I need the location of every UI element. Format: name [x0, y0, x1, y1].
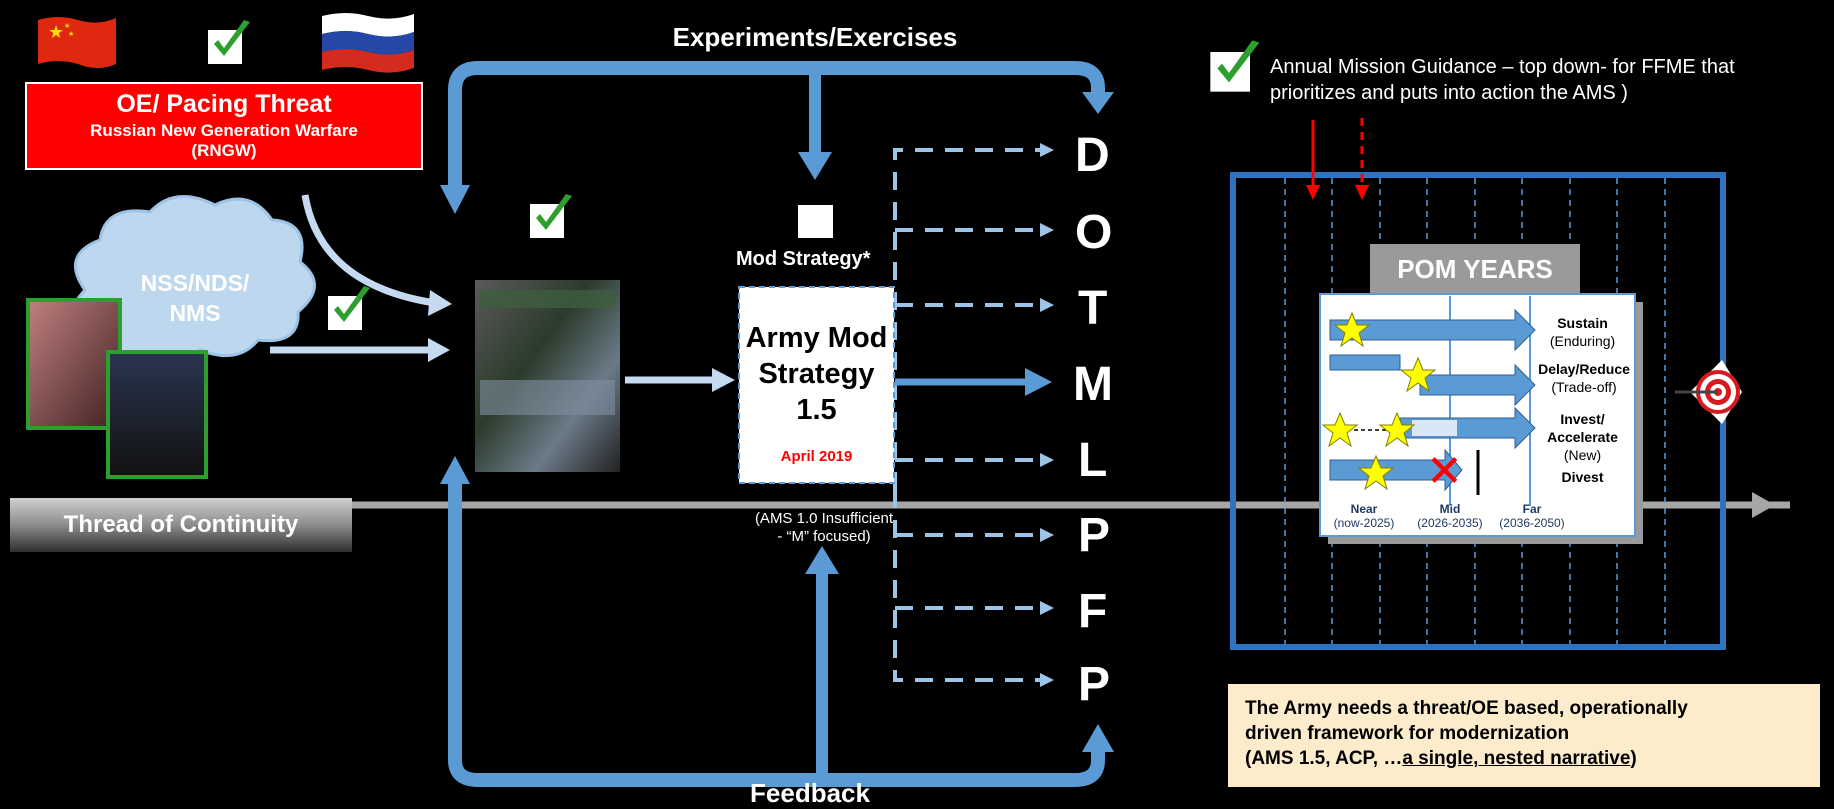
pom-row-sustain-bold: Sustain — [1557, 315, 1608, 331]
check-icon — [1208, 38, 1264, 94]
guidance-line2: prioritizes and puts into action the AMS… — [1270, 82, 1628, 104]
pom-axis-near-range: (now-2025) — [1333, 516, 1395, 530]
dotmlpfp-d: D — [1075, 129, 1110, 182]
pom-row-invest-bold: Invest/ — [1560, 411, 1605, 427]
pom-axis-near: Near (now-2025) — [1320, 502, 1408, 530]
pom-row-invest-bold2: Accelerate — [1547, 429, 1618, 445]
doc-nss-icon — [26, 298, 122, 430]
callout-line3-post: ) — [1630, 748, 1637, 769]
check-icon — [206, 18, 254, 66]
dotmlpfp-dashed-arrows — [893, 148, 1040, 682]
strategy-title: Army Mod Strategy 1.5 — [739, 320, 894, 428]
divest-x-icon: ✕ — [1426, 447, 1463, 496]
dotmlpfp-m: M — [1073, 358, 1113, 411]
pom-row-delay-normal: (Trade-off) — [1551, 379, 1617, 395]
feedback-loop — [448, 480, 1105, 787]
pom-row-divest: Divest — [1530, 468, 1635, 486]
threat-line2: (RNGW) — [191, 141, 257, 160]
feedback-label: Feedback — [750, 778, 870, 808]
mod-strategy-label: Mod Strategy* — [736, 248, 871, 270]
pom-axis-mid-range: (2026-2035) — [1417, 516, 1483, 530]
pom-row-sustain-normal: (Enduring) — [1549, 333, 1616, 349]
svg-text:★: ★ — [64, 22, 70, 30]
pom-row-delay: Delay/Reduce (Trade-off) — [1528, 360, 1640, 396]
chart-stars — [1321, 311, 1437, 491]
book-cover-icon — [475, 280, 620, 472]
dotmlpfp-p1: P — [1078, 509, 1111, 562]
pom-row-sustain: Sustain (Enduring) — [1530, 314, 1635, 350]
strategy-date: April 2019 — [780, 448, 853, 465]
flag-china-icon: ★ ★ ★ — [38, 14, 116, 68]
mod-strategy-square — [798, 205, 833, 238]
strategy-title-l3: 1.5 — [796, 394, 837, 426]
doc-nds-icon — [106, 350, 208, 479]
pom-axis-mid: Mid (2026-2035) — [1405, 502, 1495, 530]
callout-line3: (AMS 1.5, ACP, …a single, nested narrati… — [1245, 746, 1820, 771]
callout-line3-underlined: a single, nested narrative — [1402, 748, 1631, 769]
target-icon — [1675, 360, 1742, 424]
guidance-line1: Annual Mission Guidance – top down- for … — [1270, 56, 1735, 78]
svg-text:★: ★ — [48, 22, 64, 43]
pom-row-delay-bold: Delay/Reduce — [1538, 361, 1630, 377]
strategy-note-l1: (AMS 1.0 Insufficient — [754, 510, 894, 527]
dotmlpfp-f: F — [1078, 585, 1108, 638]
guidance-text: Annual Mission Guidance – top down- for … — [1270, 54, 1830, 106]
dotmlpfp-p2: P — [1078, 658, 1111, 711]
strategy-note-l2: - “M” focused) — [777, 528, 871, 545]
strategy-title-l2: Strategy — [758, 358, 875, 390]
strategy-title-l1: Army Mod — [745, 322, 888, 354]
pom-row-invest: Invest/ Accelerate (New) — [1530, 410, 1635, 464]
flag-russia-icon — [322, 10, 414, 74]
experiments-label: Experiments/Exercises — [672, 22, 958, 52]
callout-line3-pre: (AMS 1.5, ACP, … — [1245, 748, 1403, 769]
threat-title: OE/ Pacing Threat — [116, 90, 332, 118]
cloud-label: NSS/NDS/ NMS — [95, 268, 295, 328]
pom-title-box — [1370, 244, 1580, 294]
pom-axis-far-range: (2036-2050) — [1499, 516, 1565, 530]
thread-arrowhead — [1752, 492, 1775, 518]
callout-box: The Army needs a threat/OE based, operat… — [1228, 684, 1820, 787]
pom-axis-near-label: Near — [1350, 502, 1378, 516]
threat-line1: Russian New Generation Warfare — [90, 121, 358, 140]
check-icon — [528, 192, 576, 240]
experiments-loop — [448, 61, 1105, 190]
pom-axis-far-label: Far — [1522, 502, 1542, 516]
pom-row-invest-normal: (New) — [1563, 447, 1602, 463]
thread-label: Thread of Continuity — [10, 498, 352, 552]
cloud-line2: NMS — [169, 300, 221, 326]
pom-title: POM YEARS — [1397, 254, 1553, 284]
strategy-box — [738, 286, 895, 484]
pom-axis-far: Far (2036-2050) — [1487, 502, 1577, 530]
strategy-note: (AMS 1.0 Insufficient - “M” focused) — [730, 510, 918, 546]
pom-axis-mid-label: Mid — [1439, 502, 1461, 516]
cloud-line1: NSS/NDS/ — [140, 270, 250, 296]
threat-box: OE/ Pacing Threat Russian New Generation… — [25, 82, 423, 170]
callout-line1: The Army needs a threat/OE based, operat… — [1245, 698, 1688, 719]
callout-line2: driven framework for modernization — [1245, 723, 1570, 744]
dotmlpfp-o: O — [1075, 206, 1113, 259]
dotmlpfp-t: T — [1078, 282, 1108, 335]
dotmlpfp-l: L — [1078, 434, 1108, 487]
svg-text:★: ★ — [68, 30, 74, 38]
check-icon — [326, 284, 374, 332]
pom-row-divest-bold: Divest — [1561, 469, 1604, 485]
